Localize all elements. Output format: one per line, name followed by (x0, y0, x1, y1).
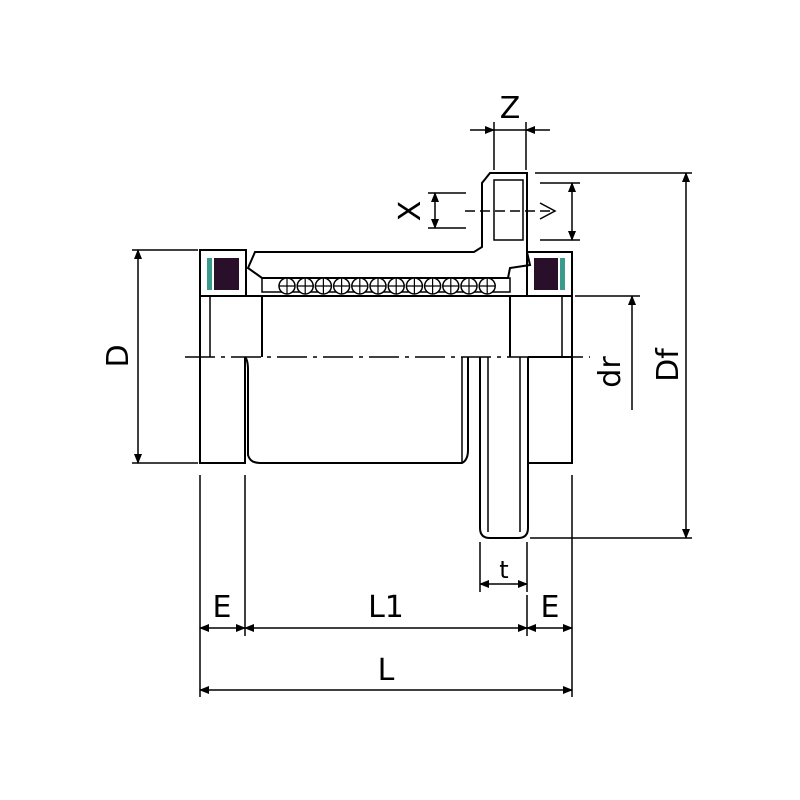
ball-cross (370, 278, 386, 294)
ball-cross (315, 278, 332, 294)
label-x: X (393, 201, 428, 222)
dim-dr: dr (575, 295, 640, 410)
flange-lower (479, 357, 529, 539)
ball-cross (333, 278, 350, 294)
flange-hole (493, 179, 524, 241)
label-l1: L1 (368, 590, 404, 625)
ball-cross (279, 278, 295, 294)
label-d: D (101, 344, 136, 367)
dim-df: Df (530, 172, 692, 539)
label-df: Df (651, 347, 686, 382)
housing-section (199, 172, 573, 297)
dim-t: t (479, 542, 528, 592)
label-l: L (378, 653, 395, 688)
body-upper (199, 296, 573, 357)
label-t: t (499, 556, 508, 584)
seal-right (534, 258, 558, 290)
dim-flange-height (540, 182, 580, 241)
dim-z: Z (470, 91, 550, 170)
retainer (261, 277, 511, 293)
ball-cross (388, 278, 405, 294)
ball-cross (461, 278, 477, 294)
ball-cross (406, 278, 423, 294)
ball-cross (442, 278, 459, 294)
dim-bottom: E L1 E L (199, 475, 573, 697)
seal-left (214, 258, 239, 290)
ball-cross (479, 278, 496, 294)
ball-row (278, 277, 496, 295)
seal-ring-right (560, 258, 565, 290)
label-z: Z (500, 91, 521, 126)
ball-cross (297, 278, 314, 294)
seal-ring-left (207, 258, 212, 290)
label-e-left: E (213, 590, 232, 625)
ball-cross (424, 278, 441, 294)
ball-cross (351, 278, 368, 294)
dim-x: X (393, 192, 557, 229)
label-dr: dr (593, 356, 628, 388)
dim-d: D (101, 249, 198, 464)
label-e-right: E (541, 590, 560, 625)
body-lower (199, 356, 573, 539)
